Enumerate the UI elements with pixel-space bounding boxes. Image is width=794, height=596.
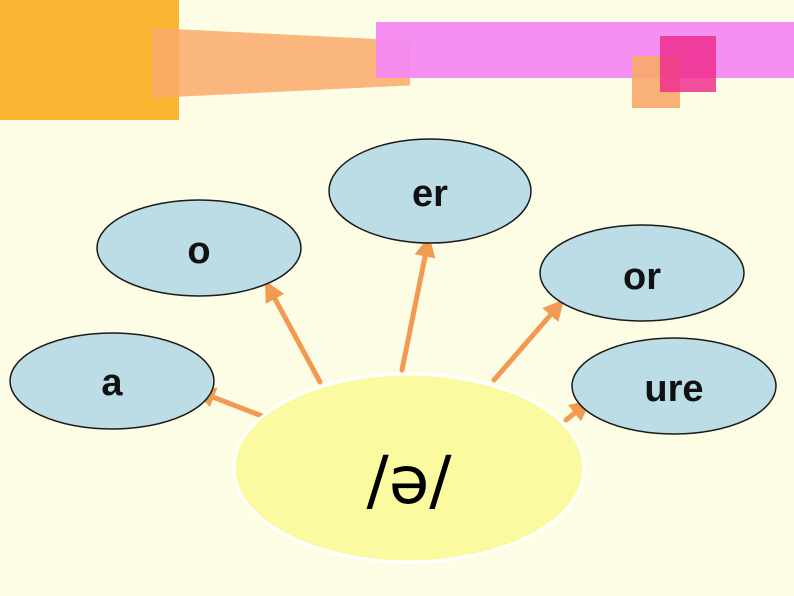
- arrows: [194, 235, 591, 423]
- center-label: /ə/: [366, 442, 452, 519]
- node-label-ure: ure: [644, 368, 703, 410]
- node-or: or: [539, 224, 745, 322]
- deco-pink-square: [660, 36, 716, 92]
- deco-orange-band: [152, 28, 410, 98]
- center-node: /ə/: [232, 372, 586, 564]
- node-label-o: o: [187, 230, 210, 272]
- node-label-or: or: [623, 256, 661, 298]
- arrow-to-a: [194, 387, 265, 419]
- node-er: er: [328, 138, 532, 244]
- node-a: a: [9, 332, 215, 430]
- node-ure: ure: [571, 337, 777, 435]
- node-label-a: a: [101, 362, 123, 404]
- arrow-to-er: [399, 235, 436, 373]
- node-label-er: er: [412, 173, 448, 215]
- deco-magenta-band: [376, 22, 794, 78]
- arrow-to-or: [491, 299, 565, 383]
- node-o: o: [96, 199, 302, 297]
- arrow-to-o: [264, 280, 323, 385]
- deco-orange-block: [0, 0, 179, 120]
